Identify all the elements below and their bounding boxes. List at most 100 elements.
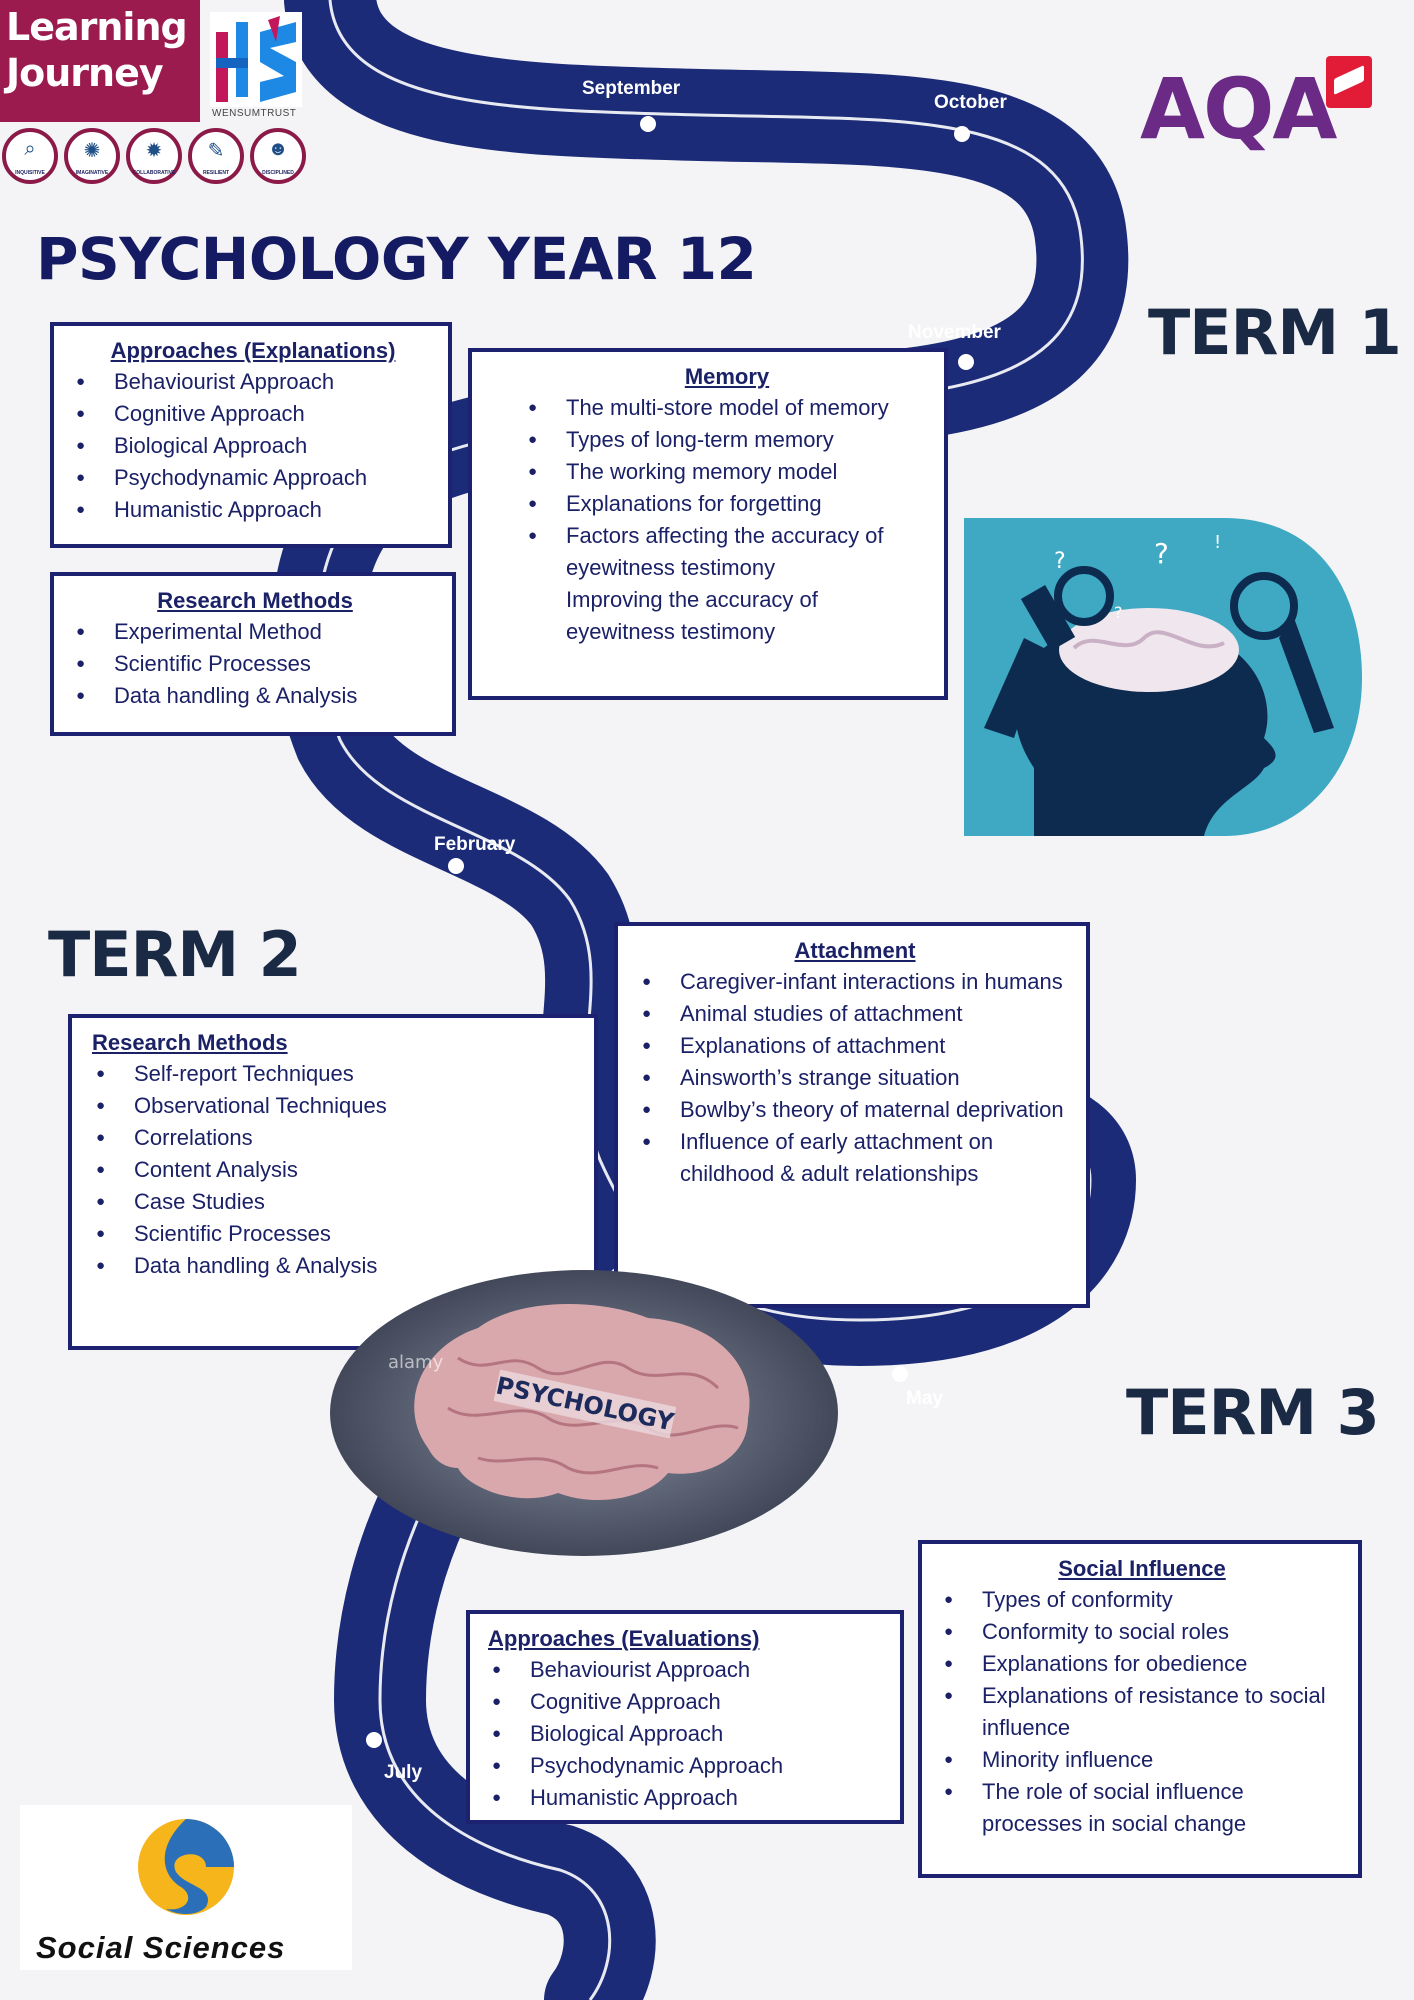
head-icon: ☻: [267, 138, 289, 160]
research-methods-term1-box: Research Methods Experimental Method Sci…: [50, 572, 456, 736]
svg-text:?: ?: [1054, 549, 1066, 574]
list-item: Types of conformity: [940, 1584, 1344, 1616]
list-item: Explanations of attachment: [638, 1030, 1072, 1062]
school-values: ⌕INQUISITIVE ✺IMAGINATIVE ✹COLLABORATIVE…: [2, 128, 306, 184]
list-item: Correlations: [92, 1122, 580, 1154]
magnifier-icon: ⌕: [24, 138, 36, 160]
list-item: Caregiver-infant interactions in humans: [638, 966, 1072, 998]
list-item: Animal studies of attachment: [638, 998, 1072, 1030]
value-badge: ✺IMAGINATIVE: [64, 128, 120, 184]
social-sciences-logo: Social Sciences: [20, 1805, 352, 1970]
box-title: Social Influence: [1058, 1556, 1226, 1581]
list-item: Experimental Method: [72, 616, 438, 648]
list-item: Psychodynamic Approach: [72, 462, 434, 494]
notebook-icon: ✎: [207, 140, 225, 162]
list-item: Explanations for obedience: [940, 1648, 1344, 1680]
banner-title: Learning Journey: [6, 5, 188, 95]
september-marker: [640, 116, 656, 132]
svg-text:?: ?: [1114, 603, 1123, 622]
attachment-box: Attachment Caregiver-infant interactions…: [614, 922, 1090, 1308]
page-title: PSYCHOLOGY YEAR 12: [36, 225, 757, 293]
list-item: Humanistic Approach: [72, 494, 434, 526]
list-item: Conformity to social roles: [940, 1616, 1344, 1648]
head-magnifier-illustration: ? ? ? !: [964, 518, 1362, 836]
february-marker: [448, 858, 464, 874]
term-3-heading: TERM 3: [1126, 1376, 1380, 1449]
july-marker: [366, 1732, 382, 1748]
list-item: Scientific Processes: [92, 1218, 580, 1250]
list-item: The working memory model: [524, 456, 930, 488]
month-october: October: [934, 92, 1007, 113]
box-title: Research Methods: [92, 1030, 288, 1055]
social-influence-box: Social Influence Types of conformity Con…: [918, 1540, 1362, 1878]
memory-box: Memory The multi-store model of memory T…: [468, 348, 948, 700]
list-item: Observational Techniques: [92, 1090, 580, 1122]
lightbulb-icon: ✺: [83, 140, 101, 162]
box-title: Memory: [684, 364, 770, 389]
group-icon: ✹: [145, 140, 163, 162]
list-item: Scientific Processes: [72, 648, 438, 680]
list-item: Ainsworth’s strange situation: [638, 1062, 1072, 1094]
aqa-logo: AQA: [1140, 56, 1380, 158]
list-item: Data handling & Analysis: [72, 680, 438, 712]
svg-text:!: !: [1214, 532, 1221, 553]
october-marker: [954, 126, 970, 142]
list-item: Cognitive Approach: [72, 398, 434, 430]
value-badge: ☻DISCIPLINED: [250, 128, 306, 184]
term-2-heading: TERM 2: [48, 918, 302, 991]
approaches-evaluations-box: Approaches (Evaluations) Behaviourist Ap…: [466, 1610, 904, 1824]
list-item: Cognitive Approach: [488, 1686, 886, 1718]
term-1-heading: TERM 1: [1148, 296, 1402, 369]
box-title: Approaches (Evaluations): [488, 1626, 760, 1651]
learning-journey-banner: Learning Journey: [0, 0, 200, 122]
topic-list: Caregiver-infant interactions in humans …: [638, 966, 1072, 1190]
list-item: Minority influence: [940, 1744, 1344, 1776]
list-item: Biological Approach: [72, 430, 434, 462]
trust-name: WENSUMTRUST: [212, 108, 297, 119]
topic-list: Behaviourist Approach Cognitive Approach…: [72, 366, 434, 526]
list-item: Types of long-term memory: [524, 424, 930, 456]
month-february: February: [434, 834, 516, 855]
box-title: Research Methods: [157, 588, 353, 613]
social-sciences-text: Social Sciences: [36, 1930, 286, 1965]
topic-list: Experimental Method Scientific Processes…: [72, 616, 438, 712]
value-badge: ✹COLLABORATIVE: [126, 128, 182, 184]
topic-list: Types of conformity Conformity to social…: [940, 1584, 1344, 1840]
list-item: Biological Approach: [488, 1718, 886, 1750]
topic-list: The multi-store model of memory Types of…: [524, 392, 930, 648]
box-title: Approaches (Explanations): [110, 338, 396, 363]
list-item: Influence of early attachment on childho…: [638, 1126, 1072, 1190]
november-marker: [958, 354, 974, 370]
svg-text:?: ?: [1154, 537, 1169, 570]
approaches-explanations-box: Approaches (Explanations) Behaviourist A…: [50, 322, 452, 548]
psychology-brain-illustration: PSYCHOLOGY alamy: [330, 1270, 838, 1556]
month-july: July: [384, 1762, 423, 1783]
month-november: November: [908, 322, 1001, 343]
list-item: Bowlby’s theory of maternal deprivation: [638, 1094, 1072, 1126]
list-item: Humanistic Approach: [488, 1782, 886, 1814]
value-badge: ✎RESILIENT: [188, 128, 244, 184]
value-badge: ⌕INQUISITIVE: [2, 128, 58, 184]
list-item: Data handling & Analysis: [92, 1250, 580, 1282]
month-september: September: [582, 78, 681, 99]
aqa-wordmark: AQA: [1140, 60, 1337, 158]
topic-list: Self-report Techniques Observational Tec…: [92, 1058, 580, 1282]
may-marker: [892, 1366, 908, 1382]
list-item: Self-report Techniques: [92, 1058, 580, 1090]
list-item: Case Studies: [92, 1186, 580, 1218]
watermark: alamy: [388, 1352, 444, 1373]
aqa-flag-icon: [1326, 56, 1372, 108]
box-title: Attachment: [794, 938, 916, 963]
list-item: Explanations of resistance to social inf…: [940, 1680, 1344, 1744]
list-item: Psychodynamic Approach: [488, 1750, 886, 1782]
list-item: Factors affecting the accuracy of eyewit…: [524, 520, 930, 584]
list-item: Explanations for forgetting: [524, 488, 930, 520]
list-item: The role of social influence processes i…: [940, 1776, 1344, 1840]
list-item: The multi-store model of memory: [524, 392, 930, 424]
social-sciences-s-icon: [138, 1819, 234, 1915]
month-may: May: [906, 1388, 943, 1409]
school-logo: [210, 12, 302, 107]
list-item: Improving the accuracy of eyewitness tes…: [566, 587, 818, 644]
list-item: Behaviourist Approach: [72, 366, 434, 398]
topic-list: Behaviourist Approach Cognitive Approach…: [488, 1654, 886, 1814]
